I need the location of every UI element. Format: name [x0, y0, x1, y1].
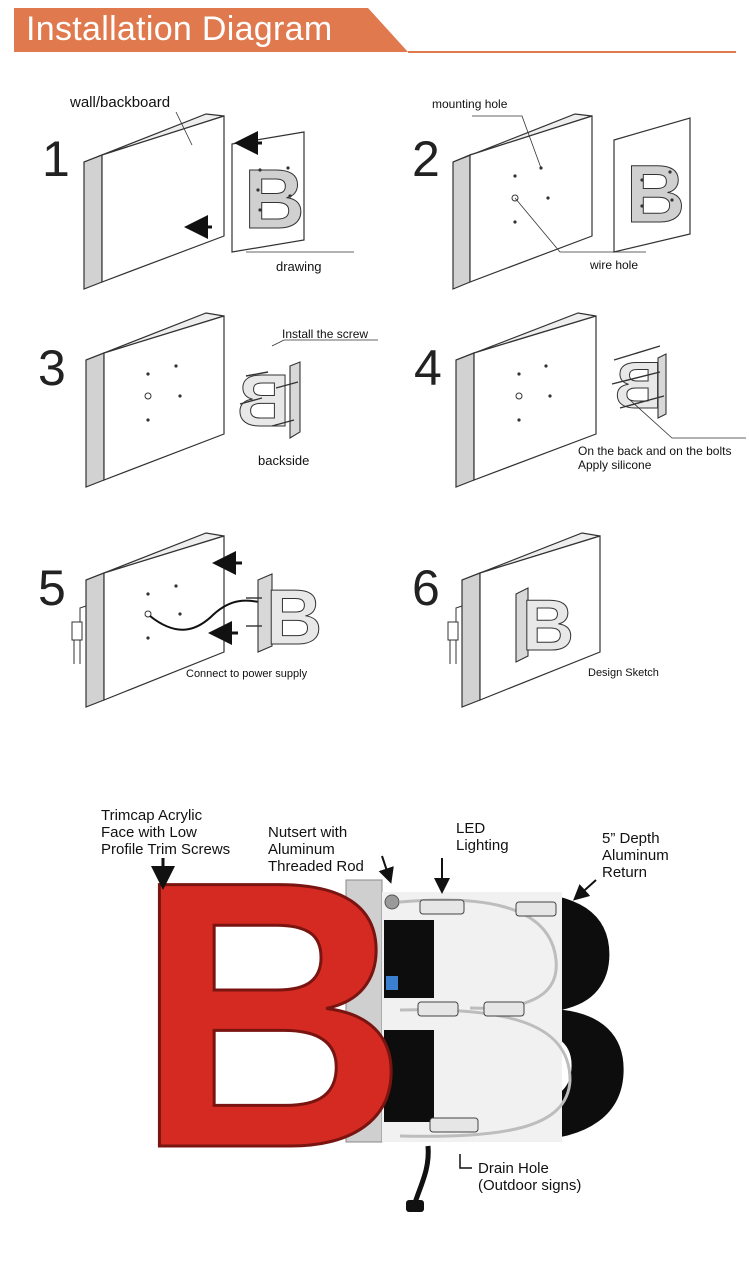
- wall-backboard-label: wall/backboard: [70, 94, 171, 111]
- step-6-wall-board: B: [447, 532, 601, 708]
- drawing-label: drawing: [276, 259, 322, 274]
- mounting-hole-dot: [546, 196, 550, 200]
- silicone-label-line2: Apply silicone: [578, 458, 652, 472]
- step-number-3: 3: [38, 340, 66, 396]
- channel-letter-illustration: B B: [133, 801, 640, 1229]
- step-5-arrows: [208, 551, 242, 645]
- step-1-letter-outline: B: [244, 152, 305, 246]
- drain-hole-callout: Drain Hole (Outdoor signs): [478, 1160, 582, 1194]
- page-title: Installation Diagram: [26, 10, 333, 48]
- install-screw-label: Install the screw: [282, 327, 369, 341]
- trimcap-callout: Trimcap Acrylic Face with Low Profile Tr…: [101, 807, 231, 858]
- step-number-5: 5: [38, 560, 66, 616]
- wire-hole-circle: [511, 194, 519, 202]
- step-number-2: 2: [412, 131, 440, 187]
- step-4-wall-board: [455, 312, 597, 488]
- step-2-letter-outline: B: [626, 149, 685, 240]
- cable-plug-icon: [406, 1200, 424, 1212]
- power-supply-label: Connect to power supply: [186, 668, 308, 680]
- mounting-hole-label: mounting hole: [432, 97, 508, 111]
- step-2-wall-board: [452, 113, 646, 290]
- power-connector-icon: [71, 621, 83, 641]
- counter-lower: [384, 1030, 434, 1122]
- back-panel: [345, 879, 383, 1143]
- backside-label: backside: [258, 453, 310, 468]
- step-5-letter: B: [246, 573, 323, 662]
- step-3-letter-mirrored: B: [237, 359, 290, 442]
- depth-callout: 5” Depth Aluminum Return: [602, 830, 669, 881]
- connector-blue: [386, 976, 398, 990]
- led-modules: [417, 899, 557, 1133]
- power-connector-icon: [447, 621, 459, 641]
- mounting-hole-dot: [513, 220, 517, 224]
- silicone-label-line1: On the back and on the bolts: [578, 444, 732, 458]
- step-number-4: 4: [414, 340, 442, 396]
- header-banner-fill: [14, 8, 408, 52]
- mounting-hole-dot: [513, 174, 517, 178]
- led-callout: LED Lighting: [456, 820, 509, 854]
- step-3-letter-back: B: [236, 339, 378, 443]
- step-number-1: 1: [42, 131, 70, 187]
- nutsert-callout: Nutsert with Aluminum Threaded Rod: [268, 824, 364, 875]
- face-letter-red: B: [134, 802, 408, 1227]
- step-4-letter-back: B: [611, 345, 746, 439]
- step-2-drawing-sheet: B: [613, 117, 691, 253]
- step-4-letter-mirrored: B: [614, 348, 662, 422]
- design-sketch-label: Design Sketch: [588, 667, 659, 679]
- step-1-drawing-sheet: B: [231, 131, 354, 253]
- header-banner-shape: [14, 8, 736, 53]
- step-number-6: 6: [412, 560, 440, 616]
- step-5-letter-face: B: [266, 573, 322, 661]
- step-1-arrows: [184, 131, 262, 239]
- step-3-wall-board: [85, 312, 225, 488]
- step-1-wall-board: [83, 111, 225, 290]
- step-6-letter-face: B: [522, 586, 574, 666]
- wire-hole-label: wire hole: [590, 258, 639, 272]
- power-wire: [149, 599, 261, 631]
- nutsert-icon: [384, 894, 400, 910]
- header-banner: Installation Diagram: [0, 0, 750, 60]
- step-5-wall-board: [71, 532, 261, 708]
